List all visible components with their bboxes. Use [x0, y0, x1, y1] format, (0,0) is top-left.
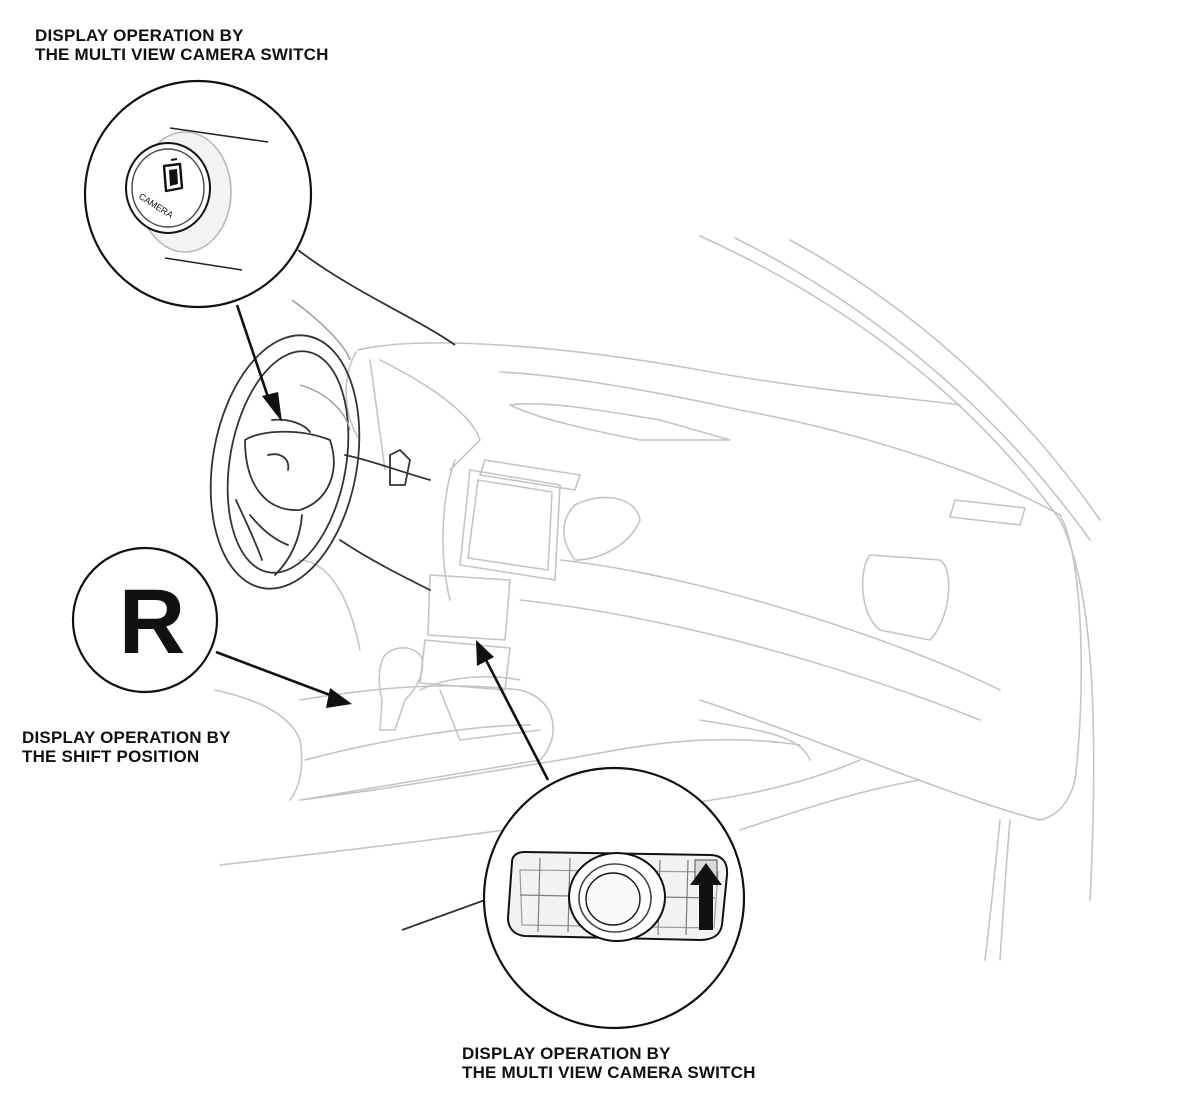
camera-icon: [162, 158, 184, 193]
steering-wheel: [209, 334, 431, 591]
camera-switch-label-top-line1: DISPLAY OPERATION BY: [35, 26, 244, 45]
camera-switch-callout-bottom: [482, 766, 746, 1030]
camera-switch-callout-top: CAMERA: [83, 79, 313, 309]
camera-switch-label-bottom-line1: DISPLAY OPERATION BY: [462, 1044, 671, 1063]
camera-switch-label-bottom: DISPLAY OPERATION BY THE MULTI VIEW CAME…: [462, 1044, 756, 1082]
dashboard-outline: [214, 235, 1101, 961]
shift-position-callout: R: [71, 546, 219, 694]
leader-lines: [297, 249, 486, 931]
gear-letter-r: R: [119, 571, 185, 673]
shift-position-label: DISPLAY OPERATION BY THE SHIFT POSITION: [22, 728, 231, 766]
shift-position-label-line1: DISPLAY OPERATION BY: [22, 728, 231, 747]
arrow-up-icon: [690, 863, 722, 930]
camera-switch-label-bottom-line2: THE MULTI VIEW CAMERA SWITCH: [462, 1063, 756, 1082]
shift-position-label-line2: THE SHIFT POSITION: [22, 747, 200, 766]
camera-switch-label-top: DISPLAY OPERATION BY THE MULTI VIEW CAME…: [35, 26, 329, 64]
camera-switch-label-top-line2: THE MULTI VIEW CAMERA SWITCH: [35, 45, 329, 64]
callout-arrows: [215, 304, 550, 781]
